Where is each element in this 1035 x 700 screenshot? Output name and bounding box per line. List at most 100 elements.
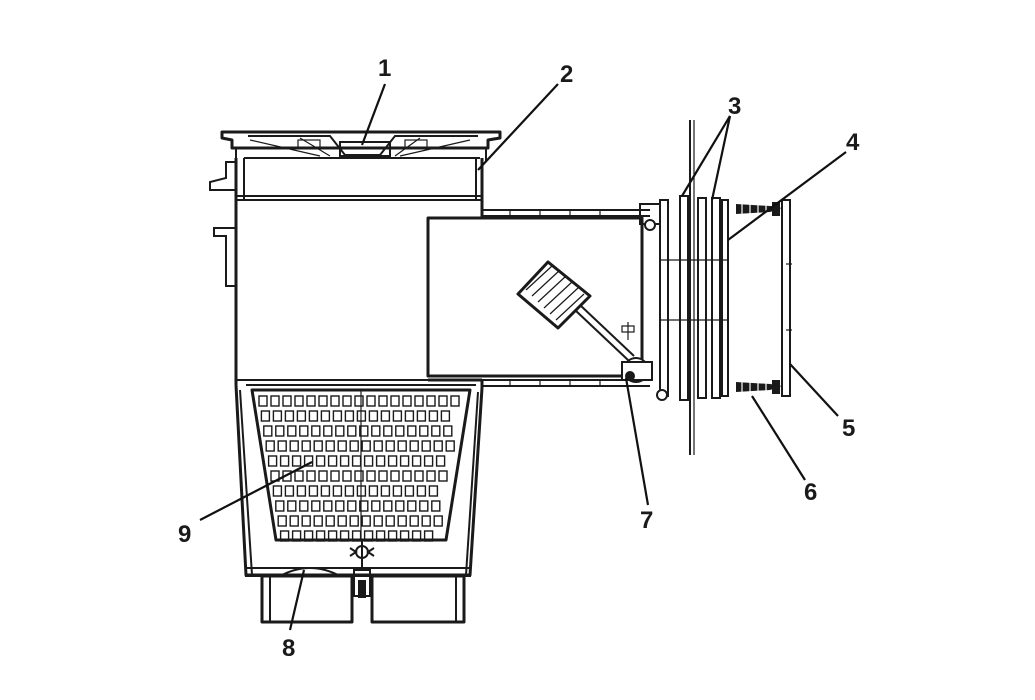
basket-mesh-cell	[385, 440, 395, 452]
basket-mesh-cell	[445, 440, 455, 452]
basket-mesh-cell	[407, 500, 417, 512]
basket-mesh-cell	[342, 395, 352, 407]
basket-mesh-cell	[284, 485, 295, 497]
basket-mesh-cell	[411, 455, 422, 467]
callout-5: 5	[842, 415, 855, 442]
basket-mesh-cell	[258, 395, 268, 407]
basket-mesh-cell	[387, 530, 398, 542]
basket-mesh-cell	[284, 410, 295, 422]
callout-4: 4	[846, 129, 860, 156]
basket-mesh-cell	[330, 395, 340, 407]
basket-mesh-cell	[349, 515, 359, 527]
basket-mesh-cell	[421, 440, 431, 452]
basket-mesh-cell	[359, 425, 369, 437]
basket-mesh-cell	[363, 530, 374, 542]
basket-mesh-cell	[330, 470, 340, 482]
basket-mesh-cell	[387, 455, 398, 467]
callout-2: 2	[560, 61, 573, 88]
basket-mesh-cell	[337, 515, 347, 527]
basket-mesh-cell	[275, 425, 285, 437]
basket-mesh-cell	[361, 515, 371, 527]
basket-mesh-cell	[371, 500, 381, 512]
basket-mesh-cell	[359, 500, 369, 512]
basket-mesh-cell	[265, 440, 275, 452]
basket-mesh-cell	[368, 485, 379, 497]
basket-mesh-cell	[323, 500, 333, 512]
basket-mesh-cell	[378, 395, 388, 407]
basket-mesh-cell	[318, 470, 328, 482]
basket-mesh-cell	[414, 470, 424, 482]
basket-mesh-cell	[399, 455, 410, 467]
basket-mesh-cell	[296, 410, 307, 422]
basket-mesh-cell	[438, 470, 448, 482]
basket-mesh-cell	[349, 440, 359, 452]
basket-mesh-cell	[404, 410, 415, 422]
basket-mesh-cell	[426, 395, 436, 407]
basket-mesh-cell	[311, 425, 321, 437]
basket-mesh-cell	[279, 455, 290, 467]
basket-mesh-cell	[354, 395, 364, 407]
basket-mesh-cell	[423, 530, 434, 542]
basket-mesh-cell	[347, 425, 357, 437]
basket-mesh-cell	[277, 440, 287, 452]
strainer-basket	[250, 388, 472, 542]
skimmer-housing-upper	[209, 158, 484, 385]
basket-mesh-cell	[392, 410, 403, 422]
basket-mesh-cell	[287, 425, 297, 437]
basket-mesh-cell	[325, 440, 335, 452]
leader-7	[624, 377, 650, 506]
basket-mesh-cell	[435, 455, 446, 467]
basket-mesh-cell	[291, 530, 302, 542]
basket-mesh-cell	[380, 410, 391, 422]
gasket-assembly	[639, 120, 729, 455]
basket-mesh-cell	[368, 410, 379, 422]
basket-mesh-cell	[294, 395, 304, 407]
basket-mesh-cell	[339, 530, 350, 542]
basket-mesh-cell	[335, 500, 345, 512]
bottom-ports	[245, 540, 471, 624]
basket-mesh-cell	[287, 500, 297, 512]
basket-mesh-cell	[423, 455, 434, 467]
basket-mesh-cell	[375, 530, 386, 542]
basket-mesh-cell	[443, 425, 453, 437]
basket-mesh-cell	[289, 440, 299, 452]
basket-mesh-cell	[332, 485, 343, 497]
basket-mesh-cell	[277, 515, 287, 527]
basket-mesh-cell	[402, 395, 412, 407]
leader-6	[751, 395, 806, 481]
basket-mesh-cell	[390, 470, 400, 482]
basket-mesh-cell	[315, 530, 326, 542]
basket-mesh-cell	[397, 515, 407, 527]
basket-mesh-cell	[375, 455, 386, 467]
basket-mesh-cell	[380, 485, 391, 497]
basket-mesh-cell	[414, 395, 424, 407]
leader-3a	[681, 115, 731, 197]
basket-mesh-cell	[363, 455, 374, 467]
basket-mesh-cell	[383, 425, 393, 437]
basket-mesh-cell	[426, 470, 436, 482]
basket-mesh-cell	[279, 530, 290, 542]
basket-mesh-cell	[308, 485, 319, 497]
weir-flap	[516, 260, 653, 383]
faceplate	[719, 199, 792, 397]
basket-mesh-cell	[395, 500, 405, 512]
basket-mesh-cell	[325, 515, 335, 527]
basket-mesh-cell	[428, 485, 439, 497]
basket-mesh-cell	[270, 395, 280, 407]
basket-mesh-cell	[318, 395, 328, 407]
basket-mesh-cell	[272, 410, 283, 422]
basket-mesh-cell	[303, 530, 314, 542]
basket-mesh-cell	[404, 485, 415, 497]
basket-mesh-cell	[291, 455, 302, 467]
basket-mesh-cell	[344, 410, 355, 422]
basket-mesh-cell	[339, 455, 350, 467]
screw-bottom	[736, 380, 782, 394]
leader-lines	[199, 83, 847, 631]
basket-mesh-cell	[433, 440, 443, 452]
basket-mesh-cell	[296, 485, 307, 497]
callout-7: 7	[640, 507, 653, 534]
basket-mesh-cell	[320, 410, 331, 422]
callout-8: 8	[282, 635, 295, 662]
basket-mesh-cell	[402, 470, 412, 482]
basket-mesh-cell	[428, 410, 439, 422]
